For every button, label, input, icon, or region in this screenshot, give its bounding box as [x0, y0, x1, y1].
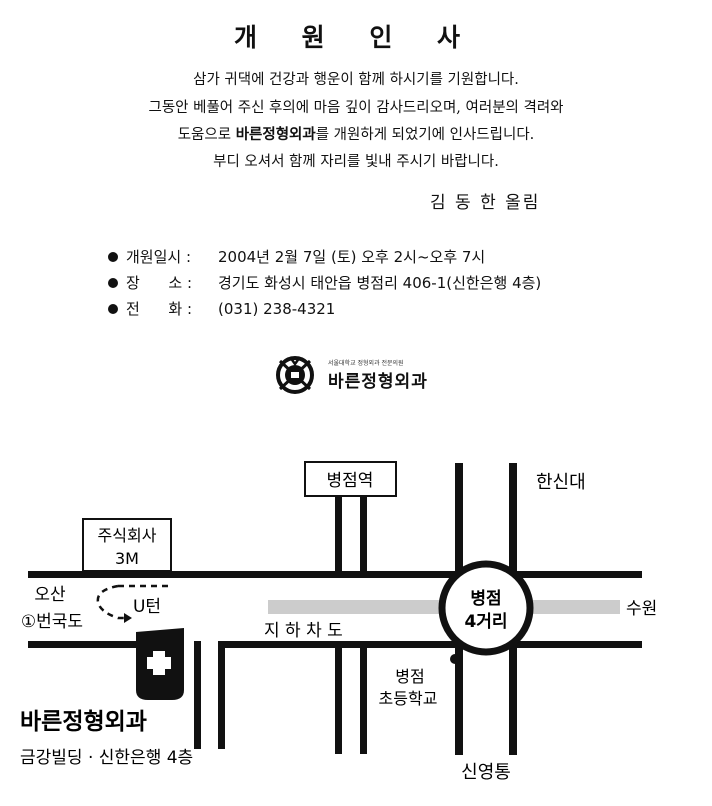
shinyeongtong-label: 신영통: [461, 762, 511, 783]
info-datetime: 개원일시 : 2004년 2월 7일 (토) 오후 2시~오후 7시: [108, 246, 485, 267]
road-station-left-top: [335, 497, 342, 575]
info-label: 전 화 :: [126, 300, 193, 318]
road-clinic-side-2: [218, 641, 225, 749]
school-marker-icon: [450, 654, 460, 664]
info-value: 2004년 2월 7일 (토) 오후 2시~오후 7시: [218, 248, 486, 266]
page-title: 개 원 인 사: [233, 23, 479, 52]
route1-label: ①번국도: [21, 612, 83, 632]
suwon-label: 수원: [626, 599, 657, 619]
bullet-icon: [108, 304, 118, 314]
greeting-line-3: 도움으로 바른정형외과를 개원하게 되었기에 인사드립니다.: [0, 123, 712, 144]
road-station-right-top: [360, 497, 367, 575]
clinic-address-label: 금강빌딩 · 신한은행 4층: [20, 748, 193, 768]
road-station-right-bottom: [360, 644, 367, 754]
uturn-arrow-icon: [124, 613, 132, 623]
crossroad-circle: [438, 560, 534, 656]
clinic-cross-horizontal: [147, 657, 171, 669]
greeting-line-3-pre: 도움으로: [177, 127, 236, 143]
greeting-line-1: 삼가 귀댁에 건강과 행운이 함께 하시기를 기원합니다.: [193, 72, 519, 88]
greeting-line-3-post: 를 개원하게 되었기에 인사드립니다.: [315, 127, 535, 143]
signer: 김 동 한 올림: [430, 193, 541, 213]
school-label-2: 초등학교: [379, 689, 438, 708]
company-box: [82, 518, 172, 572]
info-value: 경기도 화성시 태안읍 병점리 406-1(신한은행 4층): [218, 274, 542, 292]
clinic-logo: 서울대학교 정형외과 전문의원 바른정형외과: [272, 355, 472, 395]
company-label-2: 3M: [115, 549, 139, 568]
info-label: 장 소 :: [126, 274, 193, 292]
crossroad-label-2: 4거리: [464, 612, 507, 632]
road-lower-left: [28, 641, 180, 648]
greeting-clinic-name: 바른정형외과: [235, 126, 316, 143]
school-label-1: 병점: [395, 667, 424, 686]
uturn-path: [96, 584, 172, 620]
station-label: 병점역: [327, 471, 374, 491]
road-lower-right: [218, 641, 642, 648]
road-clinic-side: [194, 641, 201, 749]
logo-small-text: 서울대학교 정형외과 전문의원: [328, 360, 404, 367]
hansin-label: 한신대: [536, 472, 586, 493]
info-value: (031) 238-4321: [218, 300, 336, 318]
underpass-label: 지 하 차 도: [264, 621, 343, 641]
crossroad-label-1: 병점: [470, 589, 501, 609]
clinic-emblem-icon: [276, 356, 314, 394]
uturn-label: U턴: [133, 597, 161, 617]
info-phone: 전 화 : (031) 238-4321: [108, 298, 335, 319]
info-label: 개원일시 :: [126, 248, 192, 266]
road-station-left-bottom: [335, 644, 342, 754]
osan-label: 오산: [34, 585, 66, 605]
greeting-line-2: 그동안 베풀어 주신 후의에 마음 깊이 감사드리오며, 여러분의 격려와: [148, 100, 564, 116]
clinic-name-label: 바른정형외과: [20, 709, 147, 735]
bullet-icon: [108, 278, 118, 288]
company-label-1: 주식회사: [98, 526, 157, 545]
logo-name: 바른정형외과: [328, 372, 428, 392]
info-location: 장 소 : 경기도 화성시 태안읍 병점리 406-1(신한은행 4층): [108, 272, 541, 293]
station-box: [304, 461, 397, 497]
bullet-icon: [108, 252, 118, 262]
greeting-line-4: 부디 오셔서 함께 자리를 빛내 주시기 바랍니다.: [213, 154, 499, 170]
